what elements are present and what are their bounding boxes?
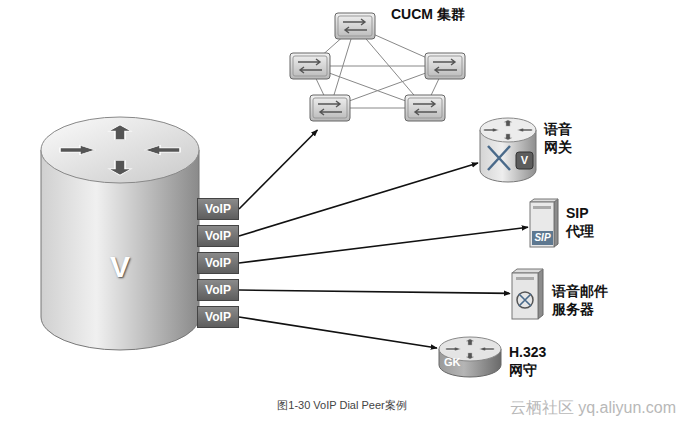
router-cylinder xyxy=(40,112,202,357)
gatekeeper-label: H.323 网守 xyxy=(509,343,553,379)
arrow-connector xyxy=(239,290,510,293)
arrow-connector xyxy=(239,130,317,209)
port-label: VoIP xyxy=(205,256,231,270)
voip-port-tab: VoIP xyxy=(197,279,239,301)
watermark: 云栖社区 yq.aliyun.com xyxy=(510,398,676,419)
port-label: VoIP xyxy=(205,283,231,297)
voice-gateway: V 语音 网关 xyxy=(478,112,576,184)
gatekeeper: GK H.323 网守 xyxy=(437,335,553,379)
arrow-connector xyxy=(239,227,528,263)
voicemail-server: 语音邮件 服务器 xyxy=(510,268,612,320)
sip-proxy: SIP SIP 代理 xyxy=(528,198,596,248)
port-label: VoIP xyxy=(205,229,231,243)
router: V VoIP VoIP VoIP VoIP VoIP xyxy=(40,112,240,357)
cucm-cluster: CUCM 集群 xyxy=(285,4,475,130)
port-label: VoIP xyxy=(205,202,231,216)
voip-port-tab: VoIP xyxy=(197,252,239,274)
voip-port-tab: VoIP xyxy=(197,198,239,220)
voicemail-server-icon xyxy=(510,268,546,320)
sip-label: SIP 代理 xyxy=(566,204,596,240)
gatekeeper-letters: GK xyxy=(444,357,461,368)
cucm-cluster-icons xyxy=(285,4,475,128)
router-letter: V xyxy=(104,252,136,282)
gateway-letter: V xyxy=(516,155,533,166)
voip-port-tab: VoIP xyxy=(197,306,239,328)
cluster-label: CUCM 集群 xyxy=(389,6,467,22)
voip-port-tab: VoIP xyxy=(197,225,239,247)
sip-icon-letters: SIP xyxy=(532,233,553,243)
arrow-connector xyxy=(239,163,478,236)
gateway-icon xyxy=(478,112,538,184)
arrow-connector xyxy=(239,317,437,348)
gateway-label: 语音 网关 xyxy=(544,120,576,156)
voicemail-label: 语音邮件 服务器 xyxy=(552,282,612,318)
port-label: VoIP xyxy=(205,310,231,324)
